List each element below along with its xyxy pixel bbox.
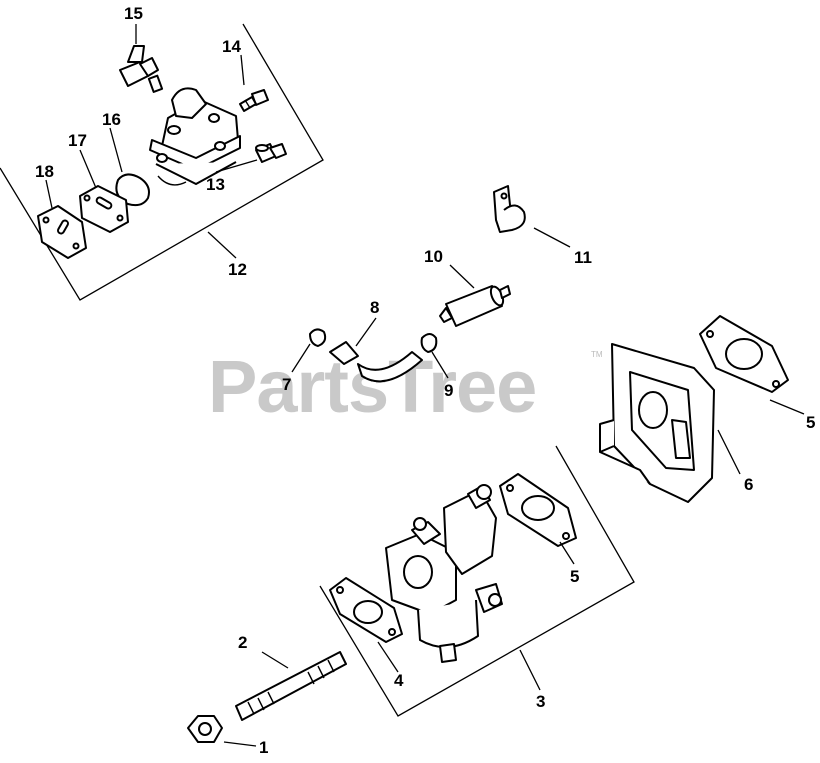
part-5-gasket-lower[interactable] — [499, 473, 577, 547]
part-8-fuel-hose[interactable] — [329, 341, 423, 383]
callout-9: 9 — [444, 381, 453, 400]
part-6-air-cleaner-base[interactable] — [599, 343, 715, 503]
part-5-gasket-upper[interactable] — [699, 315, 789, 393]
watermark-text: PartsTree — [208, 345, 536, 428]
callout-13: 13 — [206, 175, 225, 194]
part-4-carburetor-gasket[interactable] — [329, 577, 403, 643]
callout-6: 6 — [744, 475, 753, 494]
part-7-hose-clamp[interactable] — [309, 328, 327, 347]
fuel-pump-body[interactable] — [149, 87, 241, 186]
callout-11: 11 — [574, 248, 592, 267]
callout-18: 18 — [35, 162, 54, 181]
callout-10: 10 — [424, 247, 443, 266]
part-18-mounting-plate[interactable] — [37, 205, 87, 259]
callout-8: 8 — [370, 298, 379, 317]
callout-16: 16 — [102, 110, 121, 129]
callout-12: 12 — [228, 260, 247, 279]
part-17-gasket[interactable] — [79, 185, 129, 233]
callout-15: 15 — [124, 4, 143, 23]
callout-2: 2 — [238, 633, 247, 652]
leader-lines — [45, 24, 805, 747]
part-10-fuel-filter[interactable] — [439, 285, 511, 327]
callout-5-upper: 5 — [806, 413, 815, 432]
callout-14: 14 — [222, 37, 241, 56]
part-9-hose-clamp[interactable] — [420, 333, 438, 353]
part-15-elbow-fitting[interactable] — [119, 45, 164, 93]
callout-5-lower: 5 — [570, 567, 579, 586]
callout-labels: 15 14 16 17 18 13 12 11 10 8 7 9 5 6 5 2… — [35, 4, 815, 757]
carburetor-body[interactable] — [385, 484, 503, 663]
callout-3: 3 — [536, 692, 545, 711]
callout-4: 4 — [394, 671, 404, 690]
part-14-screw[interactable] — [239, 89, 269, 112]
part-11-line-clamp[interactable] — [493, 185, 526, 233]
callout-1: 1 — [259, 738, 268, 757]
part-2-stud[interactable] — [235, 651, 347, 721]
callout-17: 17 — [68, 131, 87, 150]
part-1-nut[interactable] — [187, 715, 223, 743]
callout-7: 7 — [282, 375, 291, 394]
part-13-fitting[interactable] — [255, 143, 287, 163]
carburetor-group-outline — [319, 445, 635, 717]
watermark-trademark: TM — [591, 350, 603, 359]
